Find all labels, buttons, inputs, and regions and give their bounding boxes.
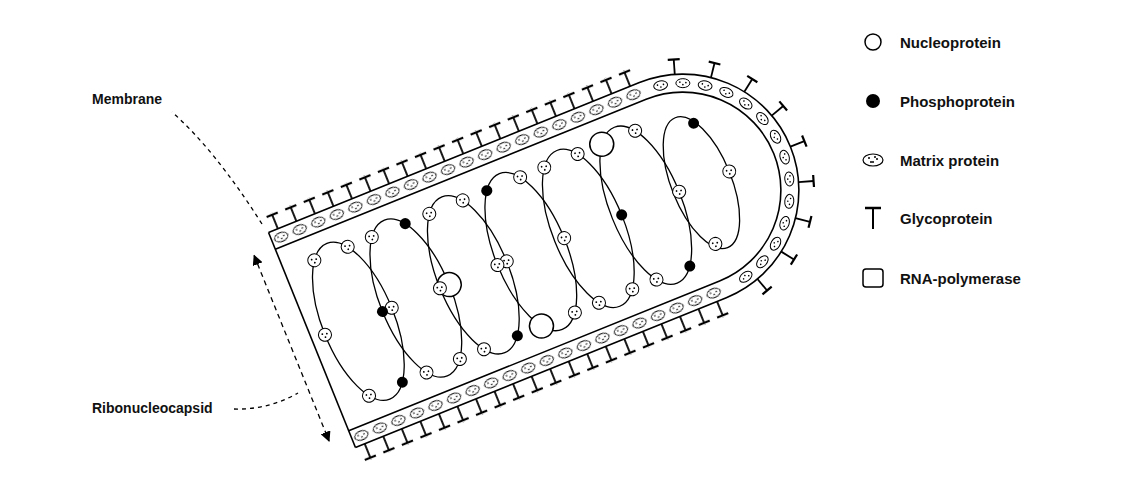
virion bbox=[242, 18, 854, 472]
legend-symbol bbox=[858, 86, 888, 116]
legend-text: Glycoprotein bbox=[900, 210, 993, 227]
legend-symbol bbox=[858, 145, 888, 175]
legend-row: Matrix protein bbox=[858, 145, 999, 175]
legend-symbol bbox=[858, 203, 888, 233]
legend-symbol bbox=[858, 263, 888, 293]
legend-text: Phosphoprotein bbox=[900, 93, 1015, 110]
legend-text: Matrix protein bbox=[900, 152, 999, 169]
part-label: Ribonucleocapsid bbox=[92, 400, 213, 416]
legend-row: Glycoprotein bbox=[858, 203, 993, 233]
leader-line bbox=[234, 393, 298, 409]
legend-row: Phosphoprotein bbox=[858, 86, 1015, 116]
legend-symbol bbox=[858, 27, 888, 57]
leader-line bbox=[172, 112, 262, 224]
legend-row: RNA-polymerase bbox=[858, 263, 1021, 293]
part-label: Membrane bbox=[92, 91, 162, 107]
legend-text: RNA-polymerase bbox=[900, 270, 1021, 287]
legend-text: Nucleoprotein bbox=[900, 34, 1001, 51]
legend-row: Nucleoprotein bbox=[858, 27, 1001, 57]
